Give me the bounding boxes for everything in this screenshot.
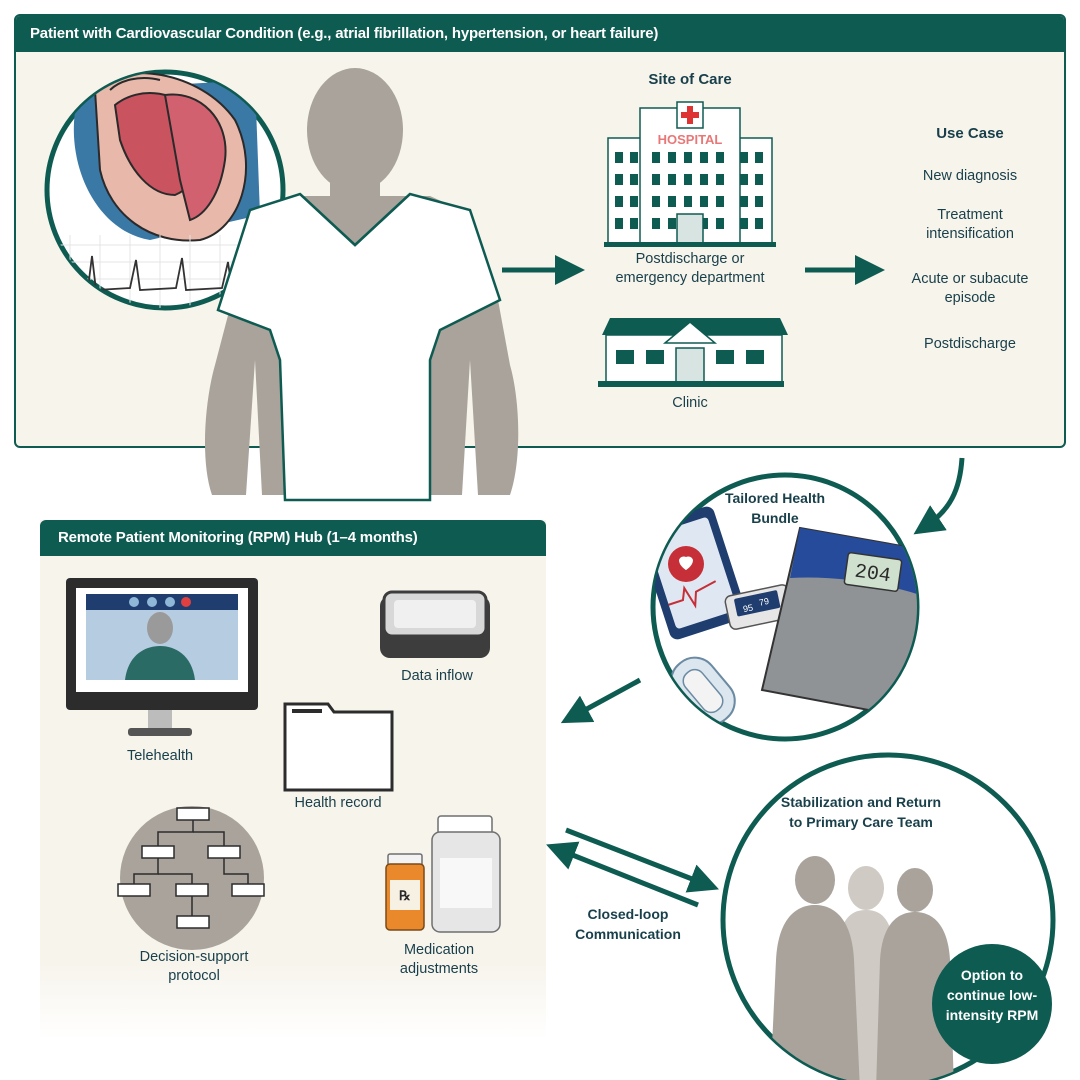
use-case-item: New diagnosis [922, 168, 1018, 184]
use-case-item: Postdischarge [924, 336, 1016, 352]
rpm-hub-header: Remote Patient Monitoring (RPM) Hub (1–4… [40, 520, 546, 556]
scale-reading: 204 [853, 561, 892, 589]
medication-label: Medication adjustments [399, 942, 479, 977]
clinic-label: Clinic [672, 395, 708, 411]
patient-figure [204, 68, 519, 502]
arrow-to-bundle [913, 457, 965, 535]
telehealth-monitor-icon [66, 578, 258, 736]
decision-flowchart-icon [117, 806, 265, 950]
rpm-option-badge [932, 944, 1052, 1064]
use-case-item: Acute or subacute episode [911, 271, 1029, 306]
bundle-title: Tailored Health Bundle [724, 490, 826, 526]
data-inflow-device-icon [380, 590, 490, 658]
stabilization-title: Stabilization and Return to Primary Care… [780, 794, 942, 830]
arrow-to-rpm-hub [560, 677, 642, 724]
oximeter-reading-1: 95 [742, 602, 754, 614]
closed-loop-label: Closed-loop Communication [575, 906, 681, 942]
use-case-title: Use Case [936, 125, 1004, 142]
arrow-to-stabilization [565, 827, 719, 893]
health-record-label: Health record [294, 795, 382, 811]
rpm-option-label: Option to continue low-intensity RPM [945, 967, 1039, 1023]
pulse-oximeter-icon: 95 79 [724, 584, 794, 630]
clinic-icon [598, 318, 788, 387]
patient-panel-header: Patient with Cardiovascular Condition (e… [16, 16, 1064, 52]
heart-ecg-icon [44, 69, 286, 311]
stabilization-circle [720, 752, 1056, 1080]
decision-support-label: Decision-support protocol [139, 949, 249, 984]
site-of-care-title: Site of Care [648, 71, 732, 88]
svg-text:℞: ℞ [399, 888, 411, 903]
arrow-to-rpm [546, 841, 699, 908]
oximeter-reading-2: 79 [758, 596, 770, 608]
telehealth-label: Telehealth [126, 748, 194, 764]
patient-condition-title: Patient with Cardiovascular Condition (e… [30, 25, 659, 42]
hospital-sign: HOSPITAL [658, 132, 723, 147]
rpm-hub-title: Remote Patient Monitoring (RPM) Hub (1–4… [58, 529, 418, 546]
folder-icon [283, 702, 394, 792]
hospital-label: Postdischarge or emergency department [615, 251, 765, 286]
use-case-item: Treatment intensification [926, 207, 1014, 242]
care-team-figures [770, 856, 954, 1080]
data-inflow-label: Data inflow [401, 668, 473, 684]
medication-bottles-icon: ℞ [385, 815, 501, 933]
hospital-icon: HOSPITAL [604, 101, 776, 247]
